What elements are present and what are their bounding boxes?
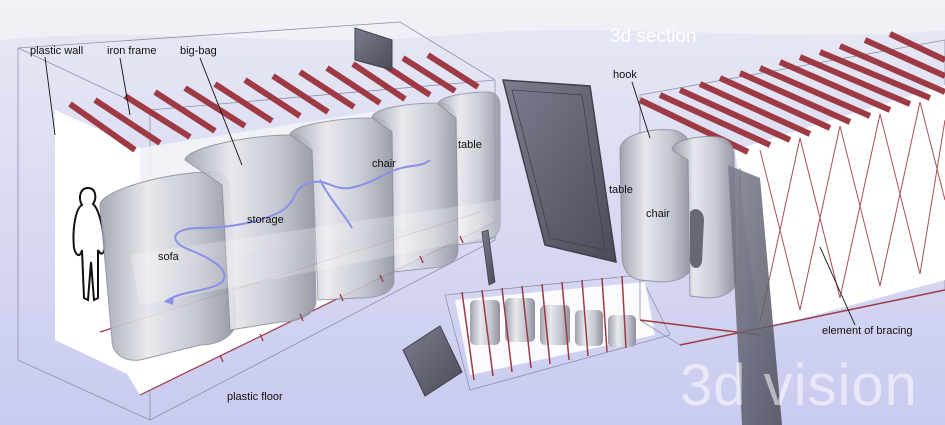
label-element-of-bracing: element of bracing	[822, 325, 913, 337]
label-big-bag: big-bag	[180, 45, 217, 57]
glass-plane	[130, 200, 500, 305]
label-table-right: table	[609, 184, 633, 196]
table-panel-middle	[502, 79, 617, 263]
bracing-wall	[735, 85, 945, 330]
small-model	[402, 229, 671, 397]
person-silhouette	[72, 186, 106, 302]
circulation-path	[164, 159, 431, 303]
foliage-shadow	[0, 0, 945, 40]
label-sofa: sofa	[158, 251, 179, 263]
small-model-bags	[470, 298, 636, 347]
label-hook: hook	[613, 69, 637, 81]
screen-top	[354, 27, 393, 71]
label-storage: storage	[247, 214, 284, 226]
chair-recess	[690, 209, 704, 268]
label-plastic-wall: plastic wall	[30, 45, 84, 57]
partition-panel	[728, 165, 782, 425]
right-big-bag-chair	[671, 136, 737, 299]
leader-lines	[44, 56, 856, 326]
container-outline	[17, 21, 496, 421]
big-bag-row	[99, 91, 501, 361]
floor-ticks	[219, 235, 464, 363]
label-chair-left: chair	[372, 158, 396, 170]
label-iron-frame: iron frame	[107, 45, 157, 57]
bracing-elements	[759, 101, 945, 323]
label-plastic-floor: plastic floor	[227, 391, 283, 403]
title-3d-vision: 3d vision	[680, 353, 918, 418]
right-section	[619, 31, 945, 425]
title-3d-section: 3d section	[610, 26, 697, 47]
label-table-left: table	[458, 139, 482, 151]
left-container	[17, 21, 501, 421]
label-chair-right: chair	[646, 208, 670, 220]
